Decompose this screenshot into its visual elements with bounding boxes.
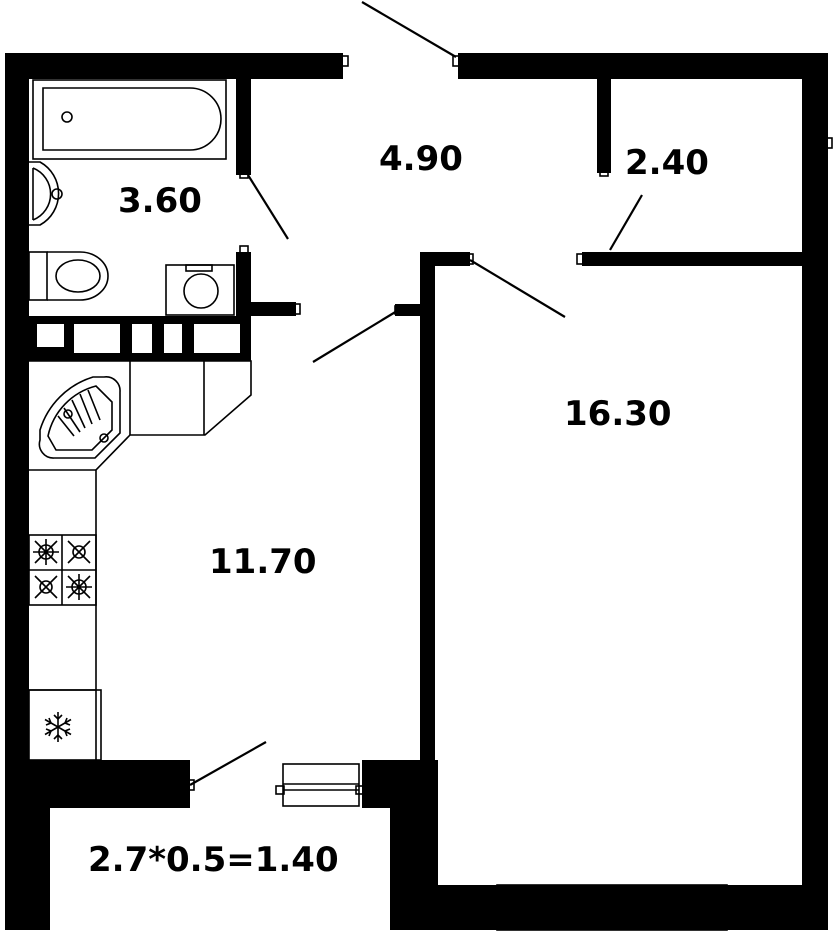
washbasin-icon	[29, 161, 63, 226]
wall-storage-bottom	[582, 252, 802, 266]
area-label-hallway: 4.90	[379, 139, 463, 179]
kitchen-counter	[28, 360, 252, 761]
area-label-balcony: 2.7*0.5=1.40	[88, 840, 339, 880]
fridge	[28, 689, 102, 761]
windows	[275, 763, 728, 931]
bathtub-icon	[32, 79, 227, 160]
area-label-storage: 2.40	[625, 143, 709, 183]
corner-sink-icon	[38, 376, 121, 459]
doors	[185, 1, 643, 791]
wall-balcony-right	[390, 760, 438, 930]
wall-bedroom-left	[420, 252, 435, 762]
wall-top-right	[458, 53, 828, 79]
washing-machine-icon	[165, 264, 235, 316]
stove-burners-icon	[28, 534, 97, 606]
wall-bottom	[390, 885, 828, 930]
storage-door	[609, 194, 643, 251]
wall-balcony-left	[5, 808, 50, 930]
wall-bath-bottom	[29, 316, 251, 324]
toilet-icon	[28, 251, 109, 301]
balcony-window	[282, 763, 360, 807]
area-label-kitchen: 11.70	[209, 542, 317, 582]
entrance-door	[361, 1, 457, 58]
kitchen-door	[312, 310, 398, 363]
wall-right	[802, 53, 828, 930]
balcony-door	[189, 741, 267, 786]
snowflake-icon	[44, 712, 72, 742]
bedroom-door	[469, 259, 566, 318]
area-label-bathroom: 3.60	[118, 181, 202, 221]
area-label-bedroom: 16.30	[564, 394, 672, 434]
wall-balcony-top-left	[5, 760, 190, 808]
wall-storage-vertical	[597, 79, 611, 173]
bedroom-window	[496, 884, 728, 931]
wall-bath-partition	[236, 79, 251, 175]
bathroom-door	[247, 174, 289, 240]
wall-top-left	[5, 53, 343, 79]
wall-bath-lower	[236, 252, 251, 316]
wall-bath-stub	[236, 302, 296, 316]
walls	[5, 53, 833, 930]
